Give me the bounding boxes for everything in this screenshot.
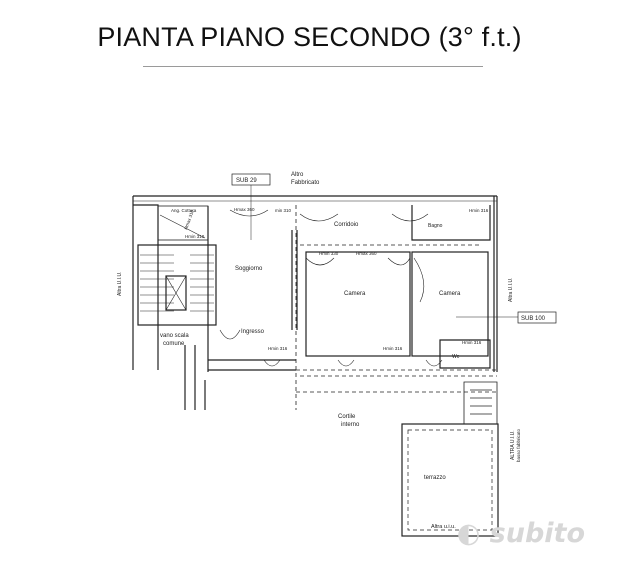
label-camera-2: Camera <box>439 291 461 297</box>
label-cortile-1: Cortile <box>338 414 356 420</box>
title-underline <box>143 66 483 67</box>
stairwell <box>137 244 217 326</box>
label-altra-uiu-left: Altra U.I.U. <box>117 272 123 296</box>
label-wc: Wc <box>452 354 460 360</box>
label-ang-cottura: Ang. Cottura <box>171 208 197 213</box>
door-swing-1 <box>229 209 269 217</box>
lift-cross <box>165 275 187 311</box>
camera-1-outline <box>305 251 411 357</box>
terrace-outline <box>401 423 499 537</box>
door-swing-6 <box>413 257 425 303</box>
terrace-inner <box>407 429 493 531</box>
watermark-logo: ◐ subito <box>456 518 585 549</box>
living-wall-right <box>291 230 298 330</box>
bathroom-walls <box>411 205 491 241</box>
label-hmin-310-b: Hmin 310 <box>185 234 205 239</box>
label-altra-uiu-basso-2: basso fabbricato <box>516 428 521 462</box>
wc-walls <box>439 339 491 369</box>
label-hmax-316-a: Hmax 316 <box>183 209 195 230</box>
label-altra-uiu-basso-1: ALTRA U.I.U. <box>510 430 516 460</box>
right-wall <box>493 196 498 372</box>
sub100-box <box>517 311 557 324</box>
door-swing-10 <box>219 329 241 340</box>
stair-treads <box>140 254 214 312</box>
label-hmin-316-b: Hmin 316 <box>383 346 403 351</box>
label-vano-scala-2: comune <box>163 341 185 347</box>
label-hmin-330: Hmin 330 <box>319 251 339 256</box>
label-terrazzo: terrazzo <box>424 475 446 481</box>
left-ext-wall <box>184 345 206 410</box>
label-hmin-316-a: Hmin 316 <box>268 346 288 351</box>
outer-wall <box>132 195 497 370</box>
label-altro-fabbricato-1: Altro <box>291 172 304 178</box>
entry-wall-bottom <box>208 359 296 371</box>
label-hmin-316-c: Hmin 316 <box>462 340 482 345</box>
door-swing-3 <box>391 213 429 222</box>
label-altro-fabbricato-2: Fabbricato <box>291 180 320 186</box>
bottom-wall <box>296 369 497 377</box>
label-corridoio: Corridoio <box>334 222 359 228</box>
door-swing-5 <box>387 257 411 266</box>
outer-stair <box>463 381 498 425</box>
label-bagno: Bagno <box>428 223 443 229</box>
door-swing-9 <box>425 359 443 367</box>
door-swing-2 <box>299 213 339 222</box>
kitchen-diagonal <box>159 214 206 239</box>
door-swing-7 <box>263 359 281 367</box>
label-altra-uiu-bottom: Altra u.i.u. <box>431 524 456 530</box>
label-hmax-360-b: Hmax 360 <box>356 251 377 256</box>
label-camera-1: Camera <box>344 291 366 297</box>
lift-shaft <box>165 275 187 311</box>
label-hmin-316-top: Hmin 316 <box>469 208 489 213</box>
door-swing-4 <box>305 257 335 266</box>
door-swing-8 <box>337 359 355 367</box>
label-cortile-2: interno <box>341 422 360 428</box>
label-hmax-360-a: Hmax 360 <box>234 207 255 212</box>
camera-2-outline <box>411 251 489 357</box>
label-ingresso: Ingresso <box>241 329 265 335</box>
label-soggiorno: Soggiorno <box>235 266 263 272</box>
label-hmin-310-a: min 310 <box>275 208 292 213</box>
label-sub100: SUB 100 <box>521 316 546 322</box>
plan-title: PIANTA PIANO SECONDO (3° f.t.) <box>97 22 522 52</box>
label-altra-uiu-right: Altra U.I.U. <box>508 278 514 302</box>
label-vano-scala-1: vano scala <box>160 333 189 339</box>
label-sub29: SUB 29 <box>236 178 257 184</box>
